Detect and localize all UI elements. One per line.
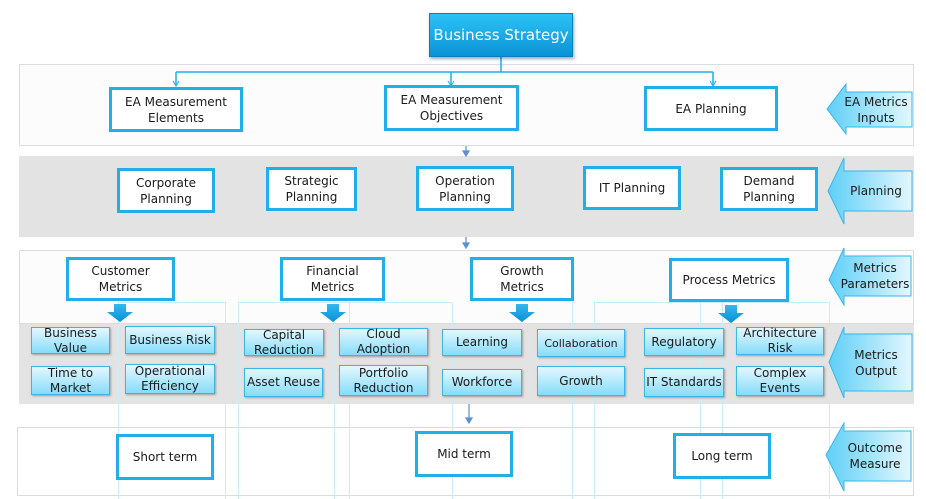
business-risk-chip: Business Risk: [125, 326, 215, 354]
long-term-box: Long term: [673, 433, 771, 479]
growth-chip: Growth: [537, 366, 625, 396]
time-to-market-chip: Time to Market: [31, 366, 110, 395]
operational-efficiency-chip: Operational Efficiency: [125, 364, 215, 394]
it-standards-chip: IT Standards: [644, 368, 724, 397]
mid-term-box: Mid term: [415, 431, 513, 477]
growth-metrics-box: Growth Metrics: [470, 257, 574, 301]
asset-reuse-chip: Asset Reuse: [244, 368, 323, 397]
side-label-metrics-output: Metrics Output: [854, 347, 898, 378]
corporate-planning-box: Corporate Planning: [117, 168, 215, 213]
it-planning-box: IT Planning: [583, 166, 681, 210]
side-label-ea-metrics-inputs: EA Metrics Inputs: [844, 94, 908, 125]
learning-chip: Learning: [442, 329, 522, 356]
strategic-planning-box: Strategic Planning: [266, 167, 357, 211]
business-value-chip: Business Value: [31, 326, 110, 355]
operation-planning-box: Operation Planning: [416, 166, 514, 211]
demand-planning-box: Demand Planning: [720, 167, 818, 211]
collaboration-chip: Collaboration: [537, 329, 625, 357]
financial-metrics-box: Financial Metrics: [280, 257, 385, 301]
ea-planning-box: EA Planning: [644, 86, 778, 131]
short-term-box: Short term: [116, 434, 214, 480]
process-metrics-box: Process Metrics: [669, 258, 789, 302]
complex-events-chip: Complex Events: [736, 366, 824, 396]
side-label-planning: Planning: [850, 184, 902, 198]
portfolio-reduction-chip: Portfolio Reduction: [339, 365, 428, 396]
side-label-metrics-parameters: Metrics Parameters: [840, 261, 910, 291]
architecture-risk-chip: Architecture Risk: [736, 326, 824, 355]
cloud-adoption-chip: Cloud Adoption: [339, 327, 428, 356]
regulatory-chip: Regulatory: [644, 328, 724, 356]
workforce-chip: Workforce: [442, 369, 522, 396]
capital-reduction-chip: Capital Reduction: [244, 328, 324, 357]
business-strategy-title: Business Strategy: [429, 13, 573, 57]
ea-measurement-objectives-box: EA Measurement Objectives: [384, 85, 519, 131]
side-label-outcome-measure: Outcome Measure: [847, 441, 903, 471]
customer-metrics-box: Customer Metrics: [66, 257, 175, 301]
ea-measurement-elements-box: EA Measurement Elements: [109, 87, 243, 132]
